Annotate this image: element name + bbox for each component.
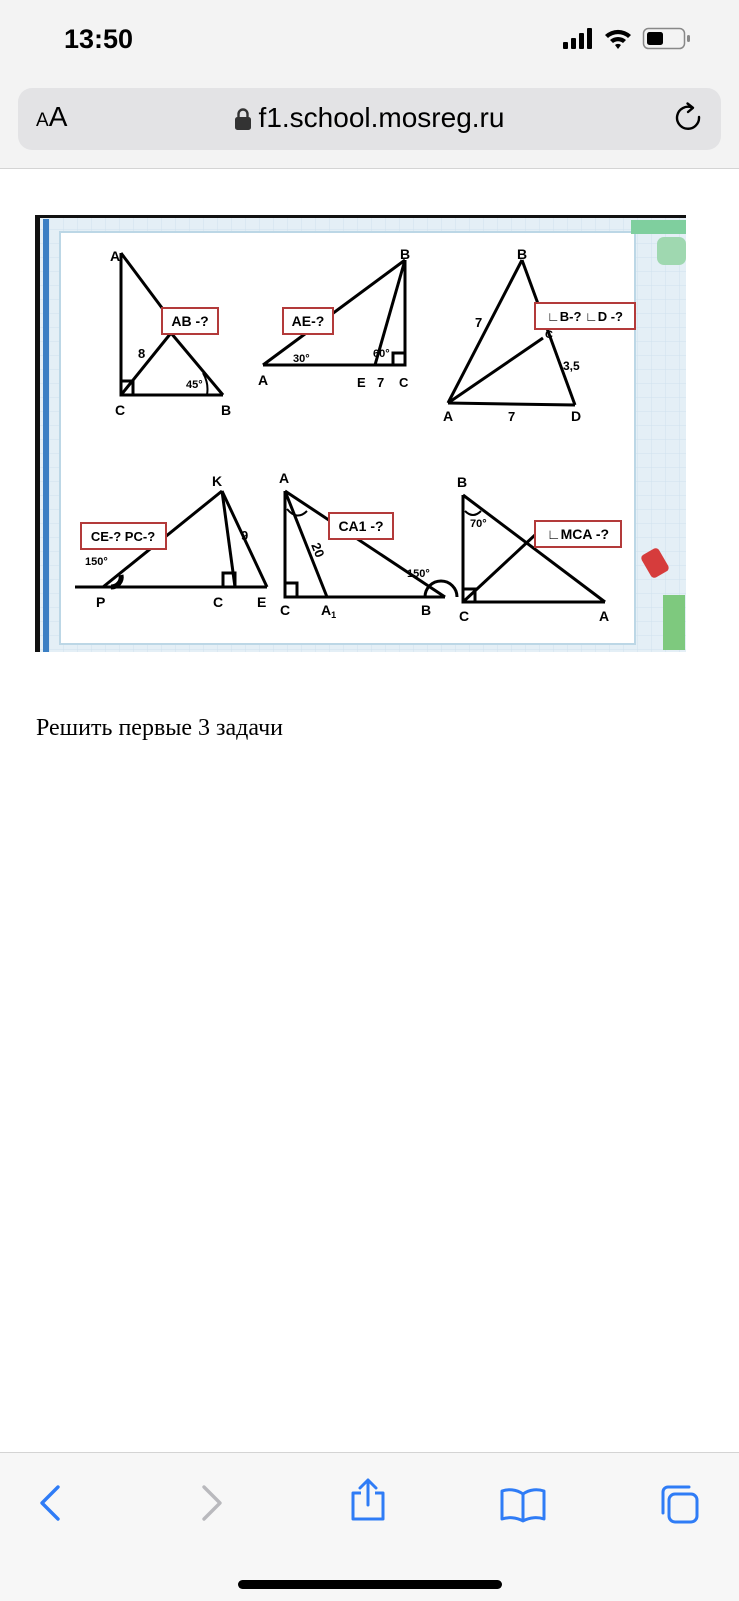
p4-vertex-e: E [257, 594, 266, 610]
p3-side-cd: 3,5 [563, 359, 580, 373]
p3-vertex-b: B [517, 246, 527, 262]
status-icons [563, 26, 693, 57]
p3-vertex-a: A [443, 408, 453, 424]
p3-vertex-d: D [571, 408, 581, 424]
p1-side-label: 8 [138, 346, 145, 361]
address-bar[interactable]: AA f1.school.mosreg.ru [18, 88, 721, 150]
p6-vertex-a: A [599, 608, 609, 624]
p2-vertex-e: E [357, 375, 366, 390]
url-text: f1.school.mosreg.ru [258, 102, 505, 133]
p2-question-box: AE-? [292, 313, 325, 329]
p4-side-label: 9 [241, 528, 248, 543]
p4-angle-label: 150° [85, 556, 108, 568]
p2-angle-30: 30° [293, 353, 310, 365]
p3-question-box: ∟B-? ∟D -? [547, 309, 623, 324]
p5-vertex-a: A [279, 470, 289, 486]
p5-vertex-b: B [421, 602, 431, 618]
back-icon[interactable] [36, 1483, 66, 1528]
p2-angle-60: 60° [373, 348, 390, 360]
p2-vertex-c: C [399, 375, 409, 390]
bookmarks-icon[interactable] [500, 1487, 546, 1528]
p3-side-ad: 7 [508, 409, 515, 424]
home-indicator [238, 1580, 502, 1589]
p5-vertex-a1: A1 [321, 602, 336, 620]
browser-top-bar: 13:50 AA f1.school [0, 0, 739, 169]
p1-question-box: AB -? [171, 313, 208, 329]
forward-icon[interactable] [196, 1483, 226, 1528]
reload-icon[interactable] [671, 101, 705, 140]
p5-question-box: CA1 -? [338, 518, 383, 534]
p2-vertex-a: A [258, 372, 268, 388]
p4-vertex-k: K [212, 473, 222, 489]
p4-vertex-p: P [96, 594, 105, 610]
p6-question-box: ∟MCA -? [547, 526, 609, 542]
lock-icon [234, 105, 251, 137]
p2-segment-label: 7 [377, 375, 384, 390]
p1-vertex-c: C [115, 402, 125, 418]
p3-side-ab: 7 [475, 315, 482, 330]
tabs-icon[interactable] [658, 1483, 700, 1530]
status-time: 13:50 [64, 24, 134, 54]
p4-question-box: CE-? PC-? [91, 529, 155, 544]
p5-vertex-c: C [280, 602, 290, 618]
p3-vertex-c: C [545, 329, 553, 341]
p5-side-label: 20 [308, 541, 327, 560]
post-text: Решить первые 3 задачи [36, 715, 283, 741]
p4-vertex-c: C [213, 594, 223, 610]
wifi-icon [605, 29, 631, 49]
url-field[interactable]: f1.school.mosreg.ru [18, 102, 721, 137]
p1-angle-label: 45° [186, 379, 203, 391]
p1-vertex-a: A [110, 248, 120, 264]
p6-vertex-c: C [459, 608, 469, 624]
p1-vertex-b: B [221, 402, 231, 418]
browser-bottom-toolbar [0, 1452, 739, 1601]
p2-vertex-b: B [400, 246, 410, 262]
share-icon[interactable] [348, 1477, 388, 1528]
p6-vertex-b: B [457, 474, 467, 490]
cellular-signal-icon [563, 28, 592, 49]
p6-angle-label: 70° [470, 518, 487, 530]
geometry-problems-image: AB -? A C B 8 45° AE-? A B E C 7 30° 60°… [35, 215, 686, 652]
text-size-button[interactable]: AA [36, 101, 68, 132]
p5-angle-label: 150° [407, 568, 430, 580]
battery-icon [642, 27, 690, 50]
